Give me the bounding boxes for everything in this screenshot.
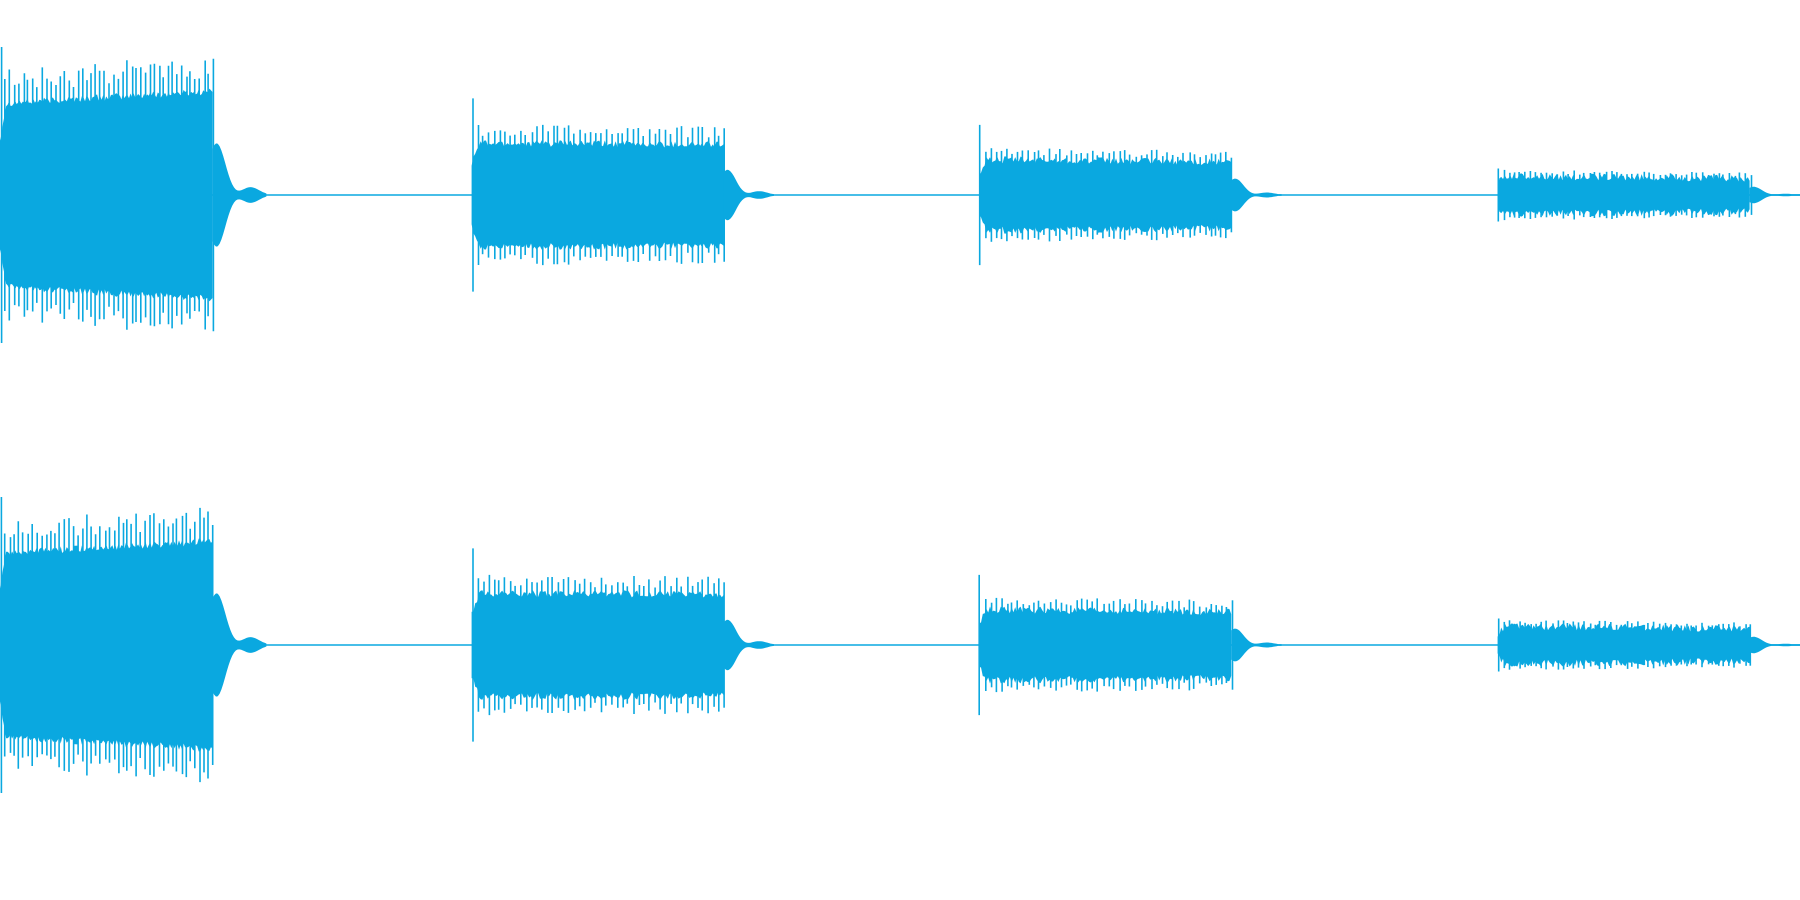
waveform-burst-3	[979, 156, 1232, 234]
waveform-burst-4-spikes	[1497, 618, 1752, 672]
waveform-burst-3	[979, 606, 1232, 684]
waveform-burst-2-tail	[723, 619, 774, 671]
waveform-burst-3-spikes	[978, 124, 1233, 266]
waveform-left-svg	[0, 47, 1800, 343]
waveform-burst-2	[471, 590, 724, 700]
waveform-burst-3-tail	[1231, 628, 1282, 662]
waveform-burst-2-spikes	[472, 98, 726, 292]
waveform-burst-1	[0, 88, 213, 302]
waveform-burst-2	[471, 140, 724, 250]
waveform-channel-left[interactable]	[0, 0, 1800, 450]
waveform-burst-1-tail	[212, 143, 267, 247]
waveform-burst-1-tail	[212, 593, 267, 697]
waveform-burst-4-tail	[1749, 186, 1800, 204]
waveform-burst-3-tail	[1231, 178, 1282, 212]
waveform-right-svg	[0, 497, 1800, 793]
waveform-burst-1-spikes	[0, 497, 214, 793]
waveform-burst-1-spikes	[0, 47, 215, 343]
waveform-burst-3-spikes	[978, 574, 1234, 716]
waveform-channel-right[interactable]	[0, 450, 1800, 900]
waveform-burst-2-tail	[723, 169, 774, 221]
waveform-burst-4-tail	[1749, 636, 1800, 654]
